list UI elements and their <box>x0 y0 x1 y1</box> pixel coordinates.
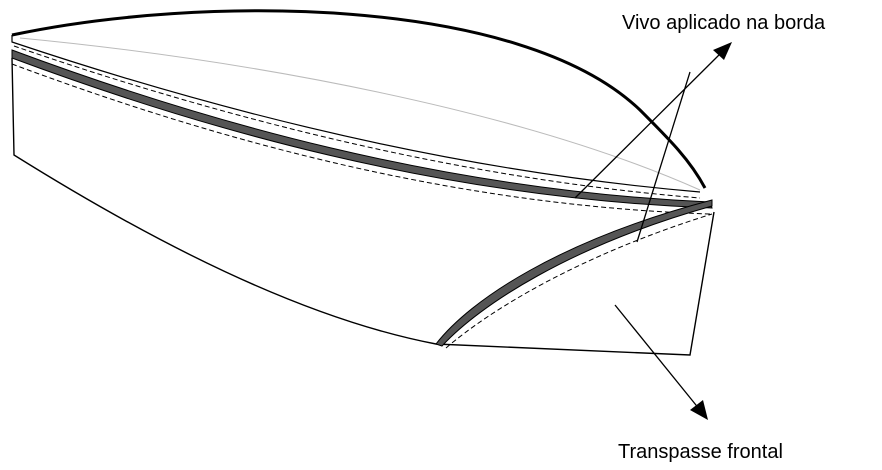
front-overlap-label: Transpasse frontal <box>618 441 783 463</box>
side-stitch-line <box>11 63 711 215</box>
piping-pointer-line-1 <box>574 49 725 199</box>
piping-band <box>11 49 713 209</box>
cap-side-panel <box>11 57 715 356</box>
front-overlap-pointer-line <box>614 304 701 411</box>
piping-arrowhead <box>713 42 732 60</box>
front-overlap-piping <box>435 199 713 347</box>
cap-crown-outline <box>11 9 707 189</box>
crown-lower-edge <box>11 35 701 193</box>
piping-pointer-line-2 <box>636 71 691 243</box>
piping-label: Vivo aplicado na borda <box>622 12 826 34</box>
front-overlap-stitch <box>445 213 713 349</box>
front-overlap-arrowhead <box>690 400 708 420</box>
crown-stitch-line <box>13 45 701 199</box>
crown-guide-line <box>19 37 701 191</box>
